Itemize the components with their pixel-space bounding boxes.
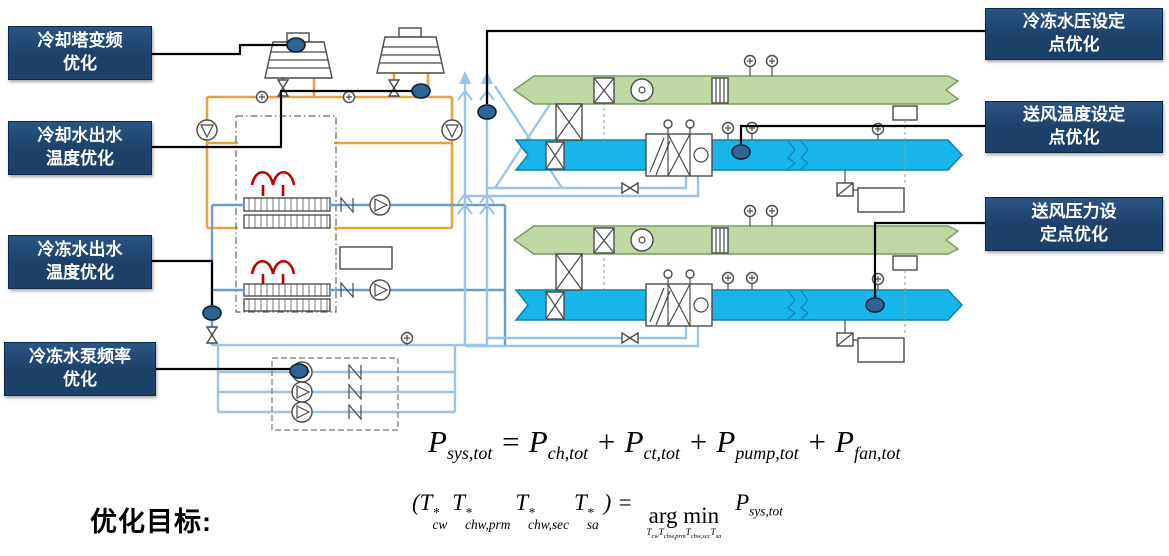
primary-pump-icon xyxy=(369,194,391,216)
callout-chw-pressure-setpoint: 冷冻水压设定 点优化 xyxy=(985,8,1163,60)
chiller-2 xyxy=(243,259,331,312)
marker-pump-frequency xyxy=(289,363,309,379)
sensor-icon xyxy=(255,90,269,104)
marker-cooling-tower-vfd xyxy=(286,37,306,53)
chilled-water-risers xyxy=(457,71,564,345)
secondary-pump-icon xyxy=(291,401,313,423)
sensor-icon xyxy=(721,121,735,135)
callout-connectors xyxy=(150,29,985,371)
cooling-tower-2 xyxy=(376,27,445,74)
callout-chilled-water-outlet-temp: 冷冻水出水 温度优化 xyxy=(8,235,152,289)
controller-box xyxy=(892,105,918,121)
primary-pump-icon xyxy=(369,279,391,301)
marker-cooling-water-outlet-temp xyxy=(411,83,431,99)
measurement-markers xyxy=(202,37,885,379)
valve-icon xyxy=(277,79,289,97)
callout-supply-air-pressure-setpoint: 送风压力设 定点优化 xyxy=(985,197,1163,251)
chiller-1 xyxy=(243,170,331,229)
chiller-plant xyxy=(196,27,507,431)
pump-bank-enclosure xyxy=(271,357,399,431)
marker-supply-air-temp-setpoint xyxy=(731,144,751,160)
sensor-icon xyxy=(743,54,757,68)
primary-chw-pipes xyxy=(210,203,507,345)
ahu-coil-fan-section xyxy=(645,119,713,177)
coil-valve-icon xyxy=(621,182,639,194)
sensor-icon xyxy=(765,54,779,68)
condenser-pump-icon xyxy=(441,119,463,141)
valve-icon xyxy=(206,326,218,344)
chiller-enclosure xyxy=(235,115,337,313)
objective-label: 优化目标: xyxy=(90,507,212,537)
return-air-duct xyxy=(512,75,960,105)
valve-icon xyxy=(388,79,400,97)
callout-pump-frequency: 冷冻水泵频率 优化 xyxy=(4,342,156,396)
return-fan-icon xyxy=(630,78,654,102)
equation-total-power: Psys,tot = Pch,tot + Pct,tot + Ppump,tot… xyxy=(428,424,901,464)
sensor-icon xyxy=(342,90,356,104)
sensor-icon xyxy=(745,121,759,135)
chw-branch-pipes xyxy=(465,176,700,348)
marker-chilled-water-outlet-temp xyxy=(202,305,222,321)
sensor-icon xyxy=(400,331,414,345)
control-box xyxy=(339,246,393,270)
marker-chw-pressure-setpoint xyxy=(477,104,497,120)
vav-box xyxy=(857,187,905,213)
coil-valve-icon xyxy=(621,332,639,344)
marker-supply-air-pressure-setpoint xyxy=(865,297,885,313)
secondary-pump-icon xyxy=(291,381,313,403)
callout-cooling-tower-vfd: 冷却塔变频 优化 xyxy=(8,26,152,80)
callout-supply-air-temp-setpoint: 送风温度设定 点优化 xyxy=(985,101,1163,153)
callout-cooling-water-outlet-temp: 冷却水出水 温度优化 xyxy=(8,121,152,175)
condenser-pump-icon xyxy=(196,119,218,141)
secondary-chw-pipes xyxy=(212,343,487,414)
